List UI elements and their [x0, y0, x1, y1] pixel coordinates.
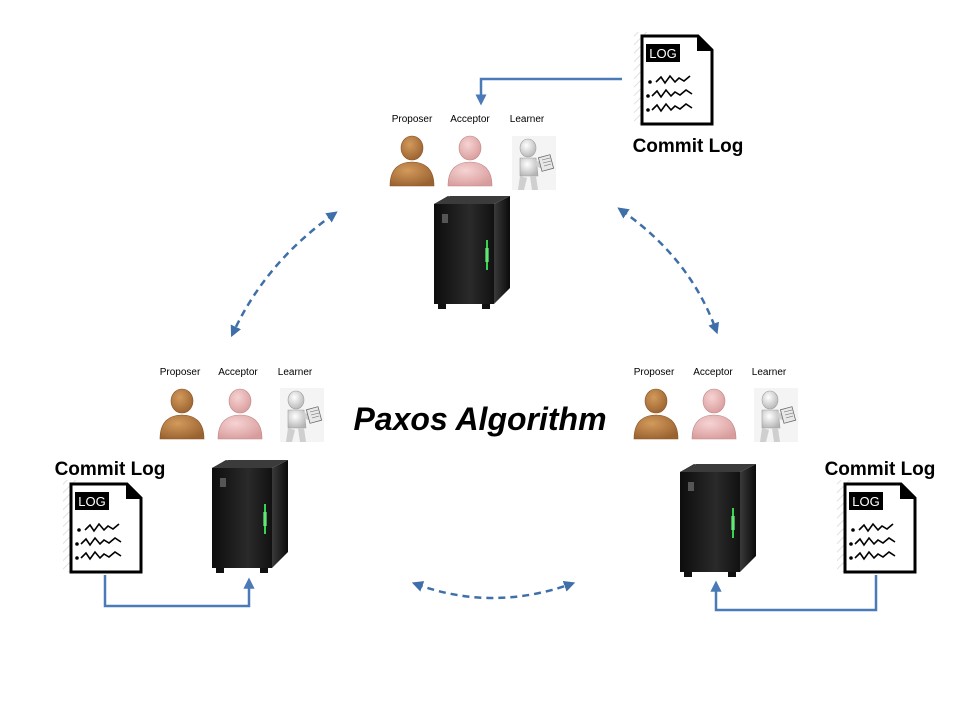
connector-top-log-to-node	[475, 77, 622, 106]
commit-log-label: Commit Log	[825, 459, 936, 480]
log-document-icon: LOG	[632, 30, 714, 126]
learner-figure-icon	[511, 135, 557, 191]
arrow-top-to-right	[617, 207, 719, 335]
arrow-left-to-right	[411, 580, 576, 600]
arrow-top-to-left	[230, 211, 338, 338]
acceptor-person-icon	[691, 388, 737, 440]
acceptor-person-icon	[217, 388, 263, 440]
proposer-label: Proposer	[392, 114, 433, 125]
commit-log-right: Commit Log LOG	[825, 459, 936, 574]
node-top: Proposer Acceptor Learner	[389, 114, 557, 309]
diagram-title: Paxos Algorithm	[353, 401, 606, 437]
node-left: Proposer Acceptor Learner	[159, 367, 325, 573]
learner-figure-icon	[753, 387, 799, 443]
proposer-label: Proposer	[160, 367, 201, 378]
node-right: Proposer Acceptor Learner	[633, 367, 799, 577]
acceptor-label: Acceptor	[218, 367, 258, 378]
server-tower-icon	[434, 196, 510, 309]
connector-left-log-to-node	[103, 575, 255, 608]
log-document-icon: LOG	[61, 478, 143, 574]
log-tag: LOG	[78, 494, 105, 509]
acceptor-label: Acceptor	[450, 114, 490, 125]
learner-label: Learner	[752, 367, 787, 378]
commit-log-top: LOG Commit Log	[632, 30, 744, 157]
learner-label: Learner	[510, 114, 545, 125]
server-tower-icon	[212, 460, 288, 573]
commit-log-left: Commit Log LOG	[55, 459, 166, 574]
commit-log-label: Commit Log	[55, 459, 166, 480]
proposer-person-icon	[159, 388, 205, 440]
acceptor-person-icon	[447, 135, 493, 187]
commit-log-label: Commit Log	[633, 136, 744, 157]
connector-right-log-to-node	[710, 575, 878, 612]
learner-figure-icon	[279, 387, 325, 443]
proposer-person-icon	[389, 135, 435, 187]
acceptor-label: Acceptor	[693, 367, 733, 378]
log-document-icon: LOG	[835, 478, 917, 574]
server-tower-icon	[680, 464, 756, 577]
log-tag: LOG	[852, 494, 879, 509]
proposer-person-icon	[633, 388, 679, 440]
proposer-label: Proposer	[634, 367, 675, 378]
log-tag: LOG	[649, 46, 676, 61]
learner-label: Learner	[278, 367, 313, 378]
